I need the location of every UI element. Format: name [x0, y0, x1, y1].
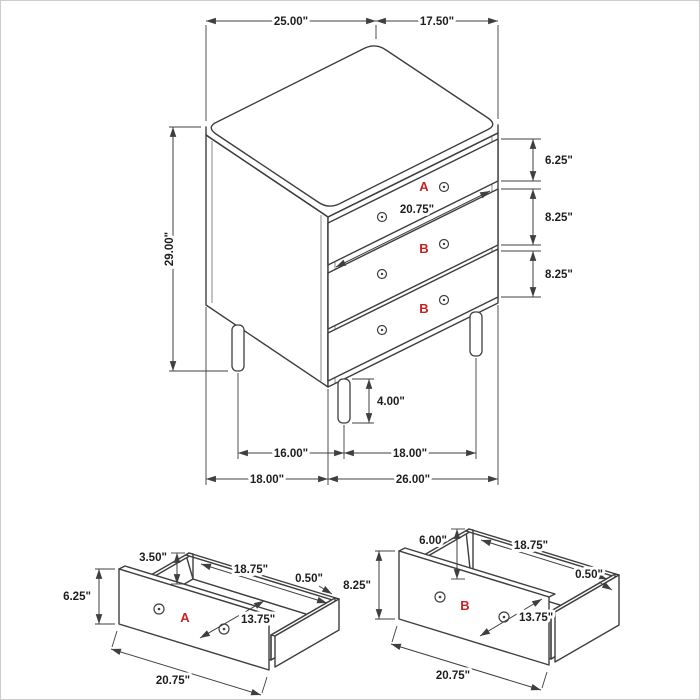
dim-value: 20.75" — [156, 675, 190, 687]
knob-dot — [222, 627, 226, 631]
dim-line — [390, 643, 542, 691]
dim-value: 3.50" — [139, 552, 167, 564]
dim-line — [479, 598, 543, 637]
dim-a-wall-thickness: 0.50" — [292, 570, 333, 595]
dim-top-depth: 17.50" — [376, 13, 499, 119]
dim-value: 20.75" — [400, 204, 434, 216]
dim-value: 6.25" — [63, 591, 91, 603]
dim-value: 4.00" — [377, 396, 405, 408]
dim-b-front-height: 8.25" — [340, 550, 395, 620]
dim-value: 18.75" — [234, 564, 268, 576]
dim-bottom-drawer-height: 8.25" — [501, 250, 576, 298]
dim-value: 8.25" — [545, 212, 573, 224]
leader-line — [598, 581, 613, 591]
dim-value: 13.75" — [241, 614, 275, 626]
knob-dot — [442, 242, 446, 246]
dim-b-front-width: 20.75" — [390, 625, 548, 691]
knob-dot — [442, 298, 446, 302]
dim-b-wall-height: 6.00" — [416, 528, 465, 580]
drawer-b1-label: B — [419, 241, 428, 256]
drawer-front-face — [398, 550, 550, 666]
knob-dot — [502, 615, 506, 619]
chest-leg-front — [337, 378, 351, 424]
drawer-front-b2 — [327, 248, 499, 382]
dim-value: 17.50" — [420, 16, 454, 28]
dim-base-depth: 18.00" — [205, 307, 329, 489]
dim-value: 6.25" — [545, 155, 573, 167]
dim-value: 18.00" — [250, 474, 284, 486]
dim-value: 8.25" — [343, 580, 371, 592]
dim-overall-height: 29.00" — [161, 126, 228, 372]
dim-base-width: 26.00" — [328, 305, 499, 489]
knob-dot — [157, 607, 161, 611]
ext-line — [111, 630, 118, 648]
leader-line — [318, 585, 333, 595]
chest-leg-right — [469, 311, 483, 357]
drawer-b-detail-label: B — [460, 598, 469, 613]
dim-value: 0.50" — [295, 573, 323, 585]
dim-value: 18.00" — [393, 448, 427, 460]
knob-dot — [380, 215, 384, 219]
dim-value: 20.75" — [436, 670, 470, 682]
dim-value: 26.00" — [396, 474, 430, 486]
knob-dot — [380, 272, 384, 276]
dim-a-front-width: 20.75" — [110, 630, 268, 696]
dim-a-inner-length: 18.75" — [200, 561, 328, 604]
dim-b-wall-thickness: 0.50" — [572, 566, 613, 591]
ext-line — [391, 625, 398, 643]
ext-line — [541, 671, 548, 689]
drawer-b2-label: B — [419, 301, 428, 316]
dim-value: 8.25" — [545, 269, 573, 281]
dim-line — [480, 539, 608, 580]
dim-b-inner-depth: 13.75" — [479, 598, 556, 637]
dim-value: 16.00" — [274, 448, 308, 460]
drawer-right-wall-outer — [274, 598, 340, 668]
dim-value: 6.00" — [419, 535, 447, 547]
dim-middle-drawer-height: 8.25" — [501, 188, 576, 246]
dim-top-width: 25.00" — [205, 13, 377, 121]
dim-a-front-height: 6.25" — [60, 568, 115, 625]
dim-value: 0.50" — [575, 569, 603, 581]
drawer-a-detail-view: A 6.25" 3.50" 18.75" 0.50" 13.75" — [60, 549, 340, 696]
dim-line — [110, 648, 262, 696]
drawer-right-wall-outer — [554, 574, 620, 663]
dim-a-wall-height: 3.50" — [136, 549, 185, 585]
dim-a-inner-depth: 13.75" — [199, 600, 278, 639]
drawer-a-box: A — [118, 552, 340, 671]
knob-dot — [442, 185, 446, 189]
chest-leg-left — [231, 324, 245, 372]
dim-value: 29.00" — [164, 232, 176, 266]
dim-line — [200, 563, 328, 604]
main-chest-view: A B B 25.00" 17.50" 29.00" — [161, 13, 576, 489]
drawer-a-detail-label: A — [180, 610, 190, 625]
chest-top-face — [210, 45, 494, 207]
knob-dot — [380, 328, 384, 332]
dim-front-leg-span: 16.00" — [237, 373, 345, 463]
ext-line — [261, 676, 268, 694]
dim-b-inner-length: 18.75" — [480, 537, 608, 580]
dim-side-leg-span: 18.00" — [344, 358, 477, 463]
chest-top-slab-edge — [205, 132, 499, 218]
dim-value: 18.75" — [514, 540, 548, 552]
drawer-a-label: A — [419, 179, 429, 194]
dim-leg-height: 4.00" — [352, 378, 408, 424]
dim-top-drawer-height: 6.25" — [501, 138, 576, 182]
drawer-b-detail-view: B 8.25" 6.00" 18.75" 0.50" 13.75" — [340, 528, 620, 691]
dim-drawer-width: 20.75" — [335, 190, 491, 268]
dim-value: 25.00" — [274, 16, 308, 28]
dim-line — [335, 190, 491, 268]
knob-dot — [438, 595, 442, 599]
dim-line — [199, 600, 265, 639]
drawer-b-box: B — [398, 528, 620, 666]
dim-value: 13.75" — [519, 612, 553, 624]
